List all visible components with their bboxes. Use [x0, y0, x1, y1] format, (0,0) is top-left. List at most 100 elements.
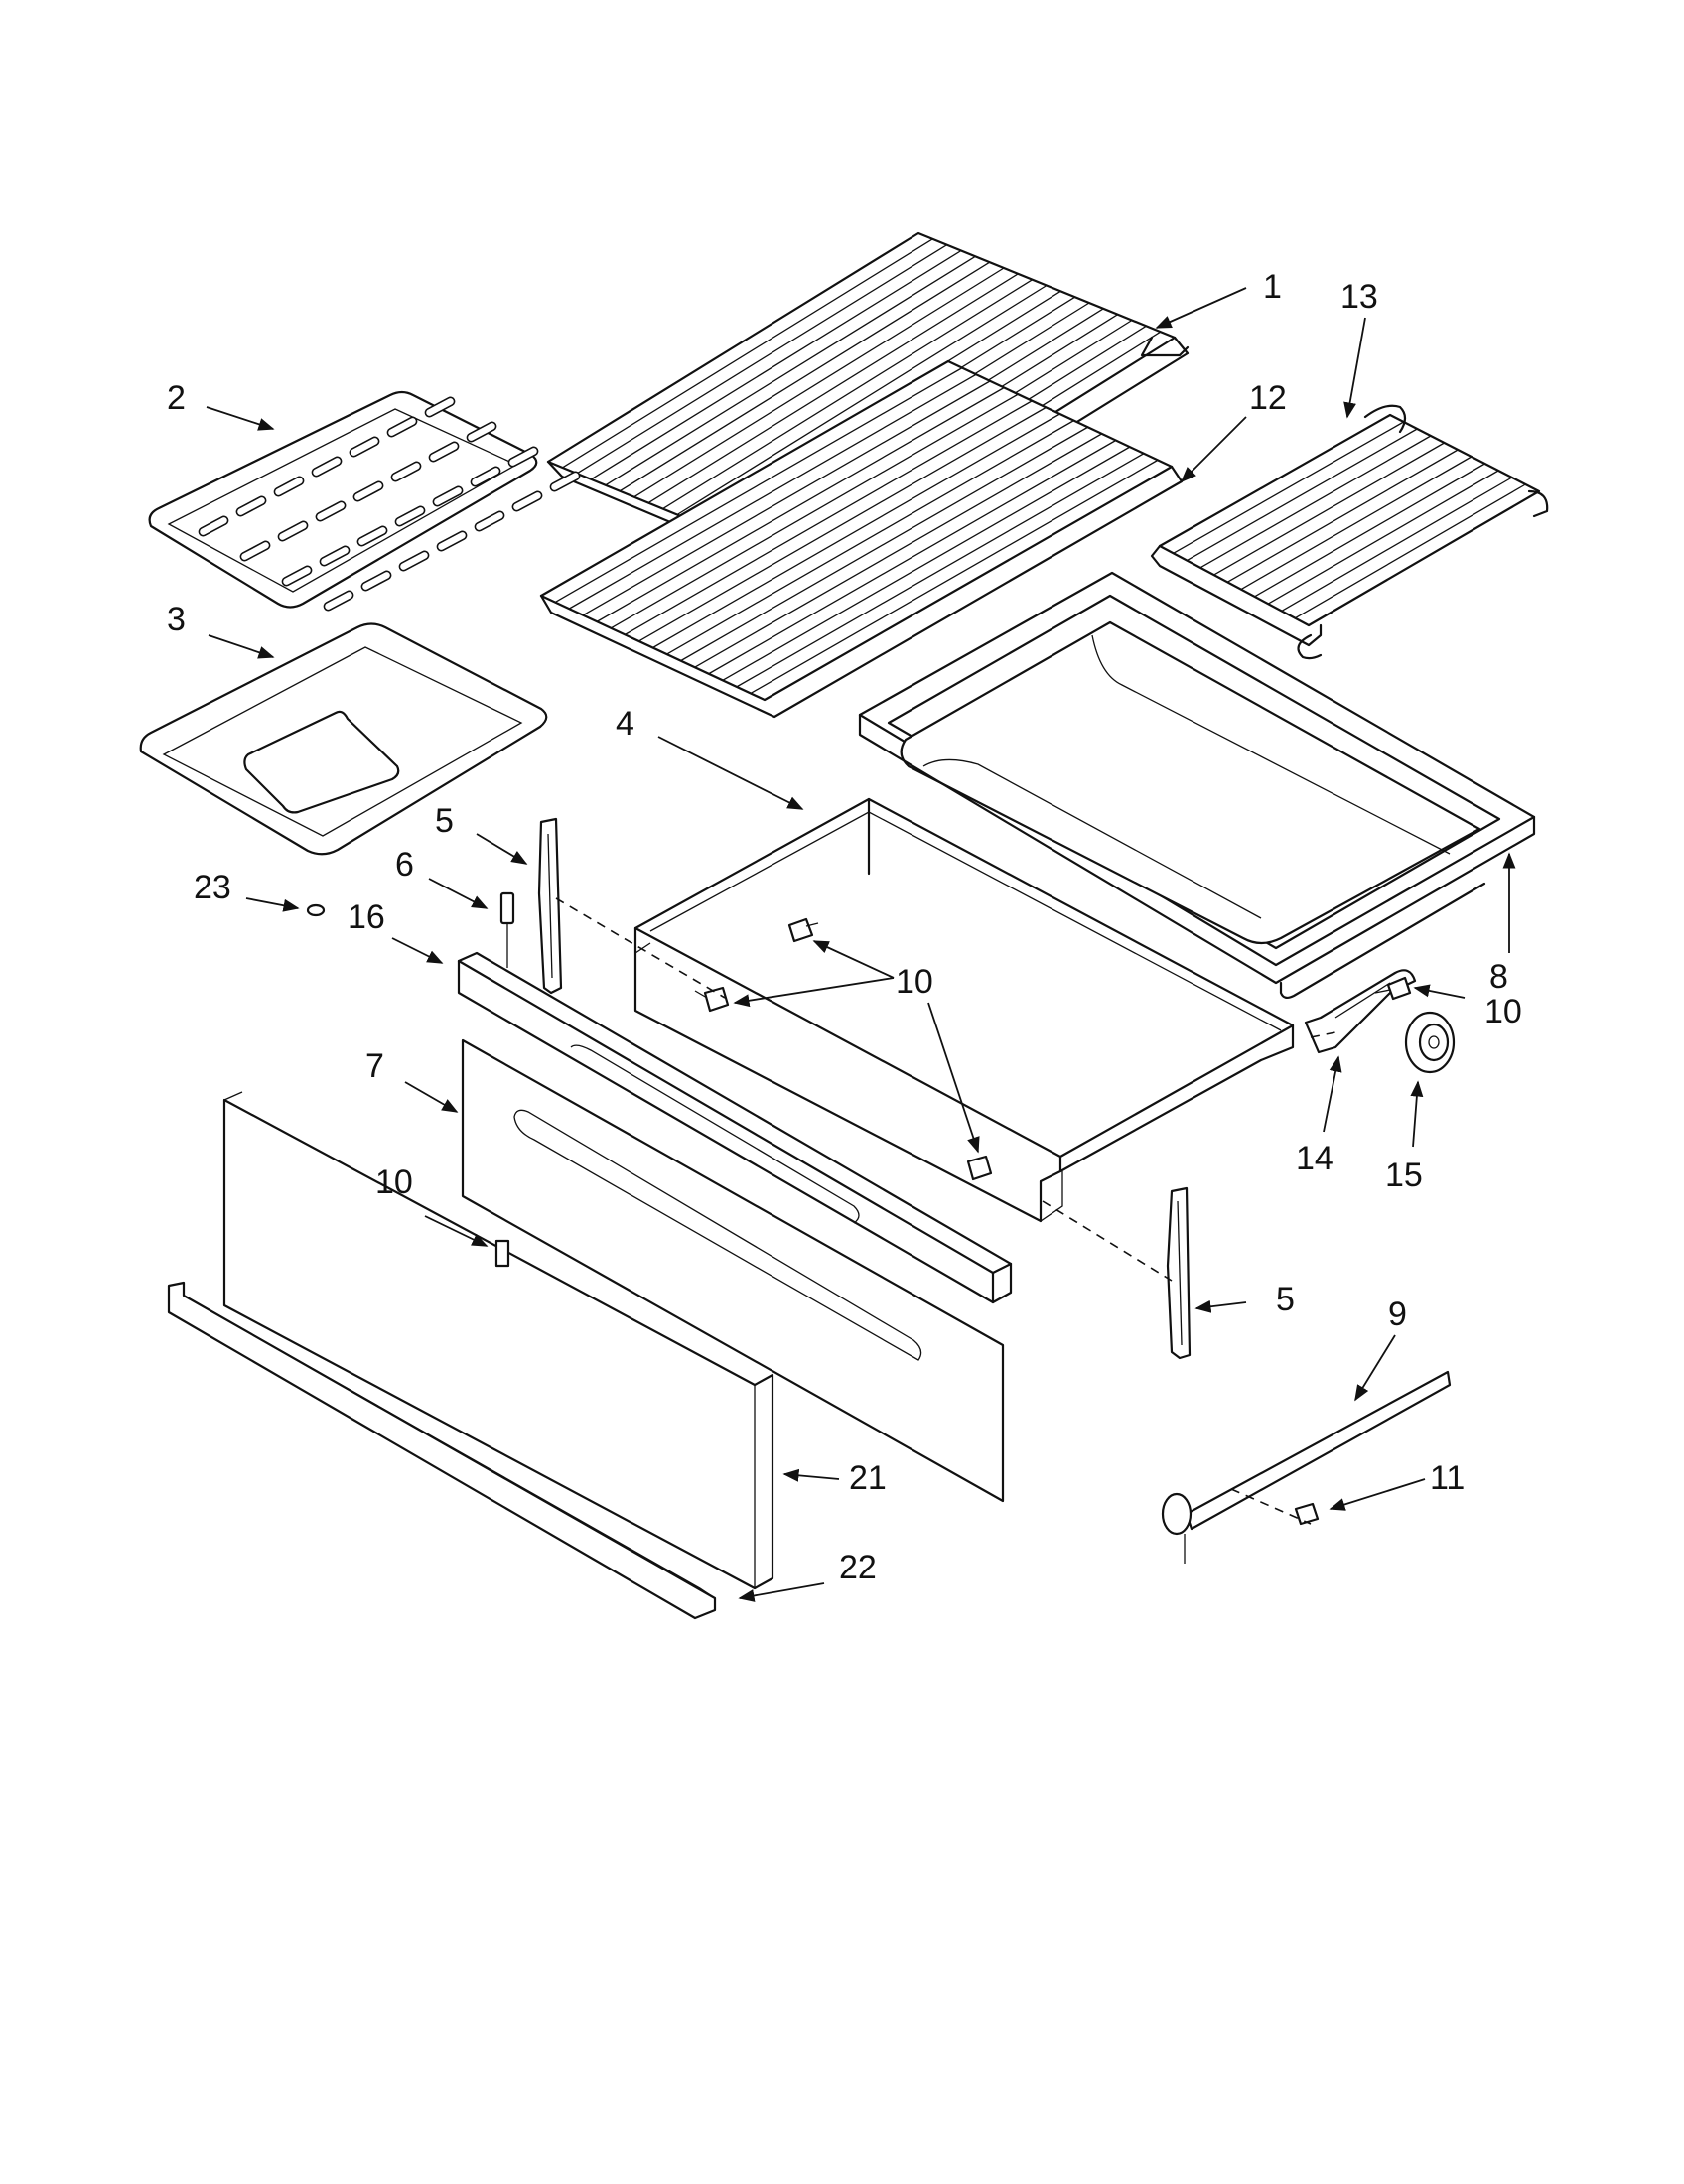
grid-slot [239, 540, 271, 562]
bottom-trim [167, 1281, 717, 1620]
drawer-pan [858, 571, 1536, 1000]
grid-slot [198, 515, 229, 537]
broiler-pan [139, 622, 548, 856]
grid-slot [507, 446, 539, 468]
rack-wire [676, 284, 1048, 516]
screw-6 [499, 891, 515, 968]
rack-wire [736, 453, 1145, 688]
rack-wire [576, 244, 948, 475]
screw-11 [1294, 1502, 1320, 1526]
screw-10-b [787, 917, 819, 943]
grid-slot [466, 421, 497, 443]
drawer-front-panel [461, 1038, 1005, 1503]
callout-1: 1 [1263, 268, 1282, 306]
grid-slot [277, 520, 309, 542]
drawer-roller [1404, 1011, 1456, 1074]
grid-slot [428, 441, 460, 463]
callout-13: 13 [1340, 278, 1378, 316]
grid-slot [352, 480, 384, 502]
rack-wire [605, 255, 976, 486]
rack-wire [562, 238, 933, 469]
callout-10-center: 10 [896, 963, 933, 1001]
rack-wire [1254, 463, 1485, 598]
callout-3: 3 [167, 601, 186, 638]
rack-wire [596, 386, 1005, 622]
grid-slot [273, 476, 305, 497]
rack-wire [694, 433, 1103, 668]
grid-slot [281, 565, 313, 587]
rack-wire [750, 459, 1159, 695]
drawer-front-trim [457, 951, 1013, 1304]
rack-wire [1173, 421, 1404, 554]
callout-7: 7 [365, 1047, 384, 1085]
callout-11: 11 [1430, 1459, 1465, 1497]
rack-wire [554, 367, 963, 604]
callout-15: 15 [1385, 1157, 1423, 1194]
callout-12: 12 [1249, 379, 1287, 417]
callout-labels: 1 2 3 4 5 5 6 7 8 9 10 10 10 11 12 13 14… [167, 268, 1522, 1586]
clip-23 [306, 903, 326, 917]
screw-10-a [694, 986, 730, 1013]
rack-wire [1295, 483, 1526, 619]
screw-10-c [966, 1155, 993, 1181]
rack-wire [1186, 428, 1418, 562]
rack-wire [647, 273, 1019, 504]
grid-slot [511, 490, 543, 512]
slide-rail [1161, 1370, 1452, 1564]
callout-5-left: 5 [435, 802, 454, 840]
assembly-lines [555, 897, 1336, 1525]
callout-16: 16 [348, 898, 385, 936]
callout-8: 8 [1489, 958, 1508, 996]
callout-22: 22 [839, 1549, 877, 1586]
grid-slot [356, 525, 388, 547]
drawer-slide-left [537, 817, 563, 995]
grid-slot [470, 466, 501, 487]
grid-slot [549, 471, 581, 492]
rack-wire [1281, 477, 1513, 613]
rack-wire [652, 413, 1060, 649]
rack-wire [568, 373, 977, 610]
screw-10-d [1374, 976, 1412, 1001]
callout-5-right: 5 [1276, 1281, 1295, 1318]
callout-9: 9 [1388, 1296, 1407, 1333]
callout-6: 6 [395, 846, 414, 884]
grid-slot [436, 530, 468, 552]
rack-wire [610, 393, 1019, 629]
callout-10-right: 10 [1484, 993, 1522, 1030]
rack-wire [662, 279, 1034, 510]
callout-4: 4 [616, 705, 634, 743]
grid-slot [315, 500, 347, 522]
grid-slot [323, 590, 354, 612]
roasting-rack [1150, 404, 1549, 660]
grid-slot [432, 485, 464, 507]
oven-rack-lower [539, 359, 1184, 719]
rack-wire [582, 380, 991, 616]
broiler-grid [148, 390, 581, 612]
rack-wire [590, 249, 962, 480]
drawer-slide-right [1166, 1186, 1192, 1360]
rack-wire [619, 261, 991, 492]
callout-23: 23 [194, 869, 231, 906]
rack-wire [638, 406, 1047, 642]
grid-slot [360, 570, 392, 592]
screw-10-e [494, 1239, 510, 1268]
callout-10-left: 10 [375, 1163, 413, 1201]
grid-slot [424, 396, 456, 418]
rack-wire [666, 420, 1074, 655]
rack-wire [1213, 442, 1445, 576]
grid-slot [394, 505, 426, 527]
callout-21: 21 [849, 1459, 887, 1497]
rack-wire [680, 426, 1088, 662]
rack-wire [708, 439, 1117, 675]
grid-slot [349, 436, 380, 458]
rack-wire [1199, 435, 1432, 569]
rack-wire [1267, 470, 1499, 605]
rack-wire [633, 267, 1005, 498]
grid-slot [235, 495, 267, 517]
grid-slot [386, 416, 418, 438]
rack-wire [1226, 449, 1459, 583]
rack-wire [625, 400, 1033, 635]
grid-slot [319, 545, 351, 567]
kick-panel [222, 1091, 774, 1590]
